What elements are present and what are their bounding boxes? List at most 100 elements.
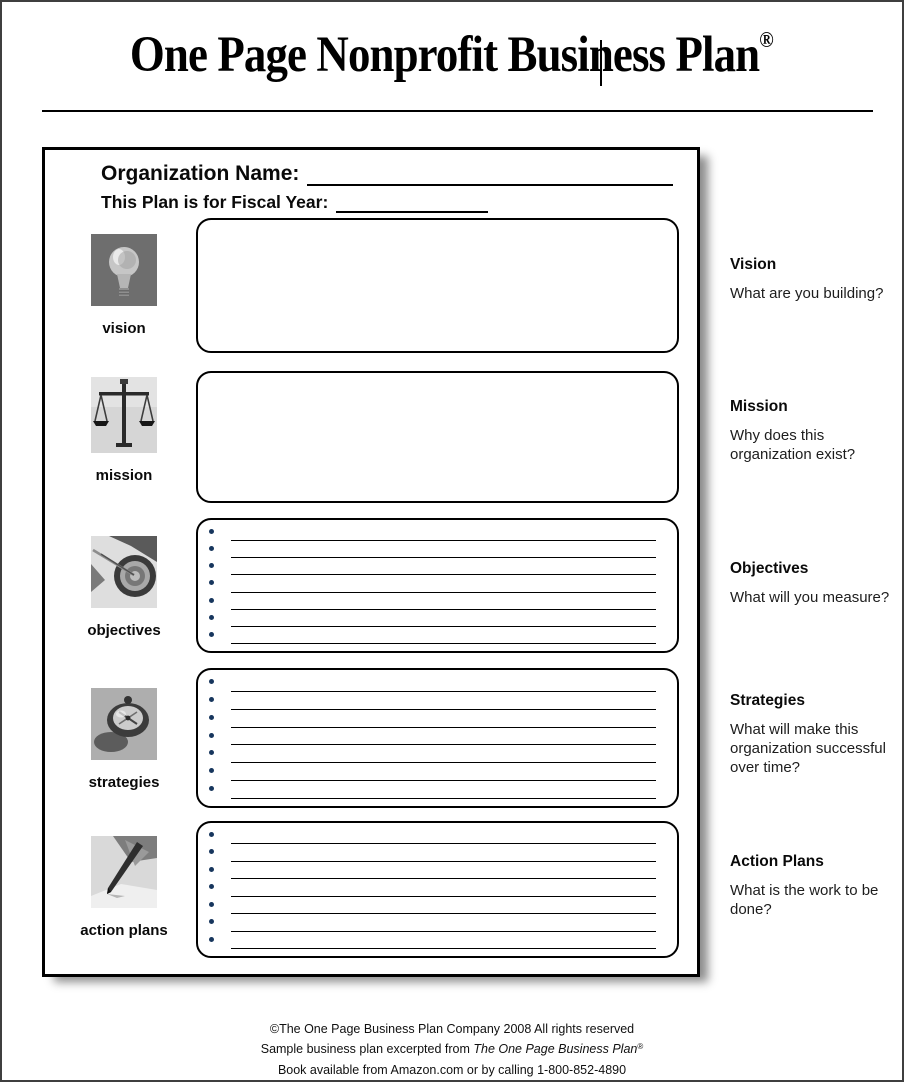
vision-input-box[interactable] xyxy=(196,218,679,353)
bullet-writing-row[interactable] xyxy=(198,559,677,576)
footer-source-line: Sample business plan excerpted from The … xyxy=(0,1039,904,1059)
writing-line[interactable] xyxy=(231,574,656,576)
section-row-objectives: objectives xyxy=(45,514,697,664)
writing-line[interactable] xyxy=(231,608,656,610)
writing-line[interactable] xyxy=(231,726,656,728)
writing-line[interactable] xyxy=(231,744,656,746)
section-row-vision: vision xyxy=(45,214,697,364)
fiscal-year-row: This Plan is for Fiscal Year: xyxy=(101,192,489,213)
bullet-dot-icon xyxy=(209,580,214,586)
writing-line[interactable] xyxy=(231,895,656,897)
note-question-vision: What are you building? xyxy=(730,285,884,302)
mission-input-box[interactable] xyxy=(196,371,679,503)
section-label-objectives: objectives xyxy=(87,622,161,639)
writing-line[interactable] xyxy=(231,798,656,800)
bullet-writing-row[interactable] xyxy=(198,845,677,862)
organization-name-field[interactable] xyxy=(307,162,673,186)
writing-line[interactable] xyxy=(231,913,656,915)
writing-line[interactable] xyxy=(231,625,656,627)
organization-name-label: Organization Name: xyxy=(101,162,300,185)
writing-line[interactable] xyxy=(231,930,656,932)
business-plan-form: Organization Name: This Plan is for Fisc… xyxy=(42,147,700,977)
target-photo-icon xyxy=(91,536,157,608)
bullet-dot-icon xyxy=(209,786,214,792)
bullet-writing-row[interactable] xyxy=(198,782,677,800)
footer-copyright: ©The One Page Business Plan Company 2008… xyxy=(269,1022,635,1036)
bullet-dot-icon xyxy=(209,768,214,774)
bullet-writing-row[interactable] xyxy=(198,576,677,593)
objectives-input-box[interactable] xyxy=(196,518,679,653)
registered-trademark-symbol: ® xyxy=(759,27,774,52)
bullet-dot-icon xyxy=(209,884,214,890)
strategies-input-box[interactable] xyxy=(196,668,679,808)
bullet-writing-row[interactable] xyxy=(198,764,677,782)
writing-line[interactable] xyxy=(231,540,656,542)
bullet-dot-icon xyxy=(209,614,214,620)
section-row-mission: mission xyxy=(45,367,697,517)
bullet-writing-row[interactable] xyxy=(198,933,677,950)
fiscal-year-field[interactable] xyxy=(336,193,489,213)
bullet-writing-row[interactable] xyxy=(198,915,677,932)
lightbulb-photo-icon xyxy=(91,234,157,306)
bullet-writing-row[interactable] xyxy=(198,711,677,729)
footer-availability: Book available from Amazon.com or by cal… xyxy=(277,1062,627,1077)
writing-line[interactable] xyxy=(231,780,656,782)
bullet-writing-row[interactable] xyxy=(198,863,677,880)
writing-line[interactable] xyxy=(231,762,656,764)
pen-writing-photo-icon xyxy=(91,836,157,908)
vision-icon-column: vision xyxy=(69,234,179,337)
writing-line[interactable] xyxy=(231,878,656,880)
bullet-dot-icon xyxy=(209,679,214,684)
section-label-strategies: strategies xyxy=(88,774,160,791)
objectives-icon-column: objectives xyxy=(69,536,179,639)
page-title-text: One Page Nonprofit Business Plan xyxy=(130,27,760,83)
bullet-writing-row[interactable] xyxy=(198,542,677,559)
writing-line[interactable] xyxy=(231,557,656,559)
margin-note-vision: Vision What are you building? xyxy=(730,256,900,304)
footer-registered-mark: ® xyxy=(637,1042,644,1052)
note-heading-action-plans: Action Plans xyxy=(730,853,824,870)
bullet-dot-icon xyxy=(209,901,214,907)
note-question-action-plans: What is the work to be done? xyxy=(730,882,879,919)
writing-line[interactable] xyxy=(231,690,656,692)
bullet-writing-row[interactable] xyxy=(198,525,677,542)
bullet-dot-icon xyxy=(209,597,214,603)
mission-icon-column: mission xyxy=(69,377,179,484)
bullet-writing-row[interactable] xyxy=(198,628,677,645)
bullet-writing-row[interactable] xyxy=(198,729,677,747)
bullet-writing-row[interactable] xyxy=(198,898,677,915)
bullet-writing-row[interactable] xyxy=(198,675,677,693)
bullet-writing-row[interactable] xyxy=(198,611,677,628)
page-title: One Page Nonprofit Business Plan® xyxy=(130,26,774,84)
writing-line[interactable] xyxy=(231,843,656,845)
bullet-dot-icon xyxy=(209,866,214,872)
footer-book-title: The One Page Business Plan xyxy=(473,1042,638,1057)
bullet-writing-row[interactable] xyxy=(198,693,677,711)
note-heading-objectives: Objectives xyxy=(730,560,809,577)
writing-line[interactable] xyxy=(231,642,656,644)
bullet-dot-icon xyxy=(209,563,214,569)
compass-photo-icon xyxy=(91,688,157,760)
note-heading-strategies: Strategies xyxy=(730,692,805,709)
organization-name-row: Organization Name: xyxy=(101,162,673,186)
note-heading-vision: Vision xyxy=(730,256,777,273)
section-label-mission: mission xyxy=(95,467,153,484)
footer-source-prefix: Sample business plan excerpted from xyxy=(260,1042,474,1057)
section-row-strategies: strategies xyxy=(45,664,697,814)
bullet-writing-row[interactable] xyxy=(198,828,677,845)
bullet-writing-row[interactable] xyxy=(198,594,677,611)
writing-line[interactable] xyxy=(231,860,656,862)
writing-line[interactable] xyxy=(231,947,656,949)
fiscal-year-label: This Plan is for Fiscal Year: xyxy=(101,192,329,212)
note-question-mission: Why does this organization exist? xyxy=(730,427,856,464)
margin-note-strategies: Strategies What will make this organizat… xyxy=(730,692,900,778)
writing-line[interactable] xyxy=(231,591,656,593)
bullet-dot-icon xyxy=(209,849,214,855)
note-question-objectives: What will you measure? xyxy=(730,589,890,606)
bullet-writing-row[interactable] xyxy=(198,746,677,764)
bullet-writing-row[interactable] xyxy=(198,880,677,897)
writing-line[interactable] xyxy=(231,708,656,710)
action-plans-input-box[interactable] xyxy=(196,821,679,958)
note-heading-mission: Mission xyxy=(730,398,788,415)
